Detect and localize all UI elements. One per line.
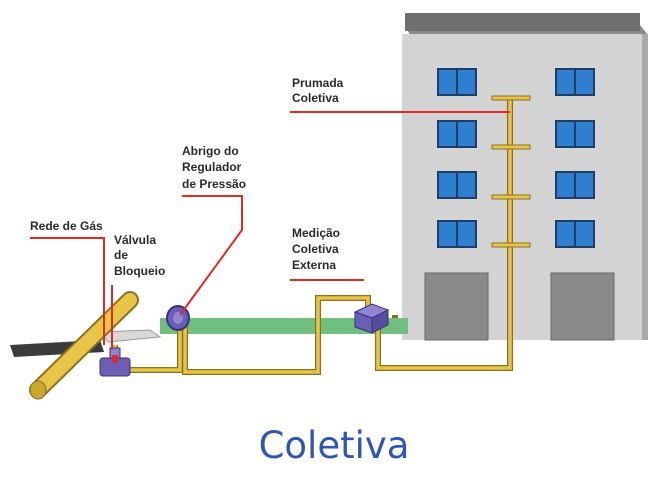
label-abrigo-line2: Regulador xyxy=(182,160,242,174)
ground-strip xyxy=(160,318,408,334)
blocking-valve xyxy=(99,347,131,377)
label-valvula-line3: Bloqueio xyxy=(114,264,165,278)
label-valvula-line2: de xyxy=(114,248,128,262)
label-medicao-line3: Externa xyxy=(292,258,336,272)
building-roof xyxy=(405,13,640,31)
label-abrigo-line3: de Pressão xyxy=(182,177,246,191)
building-door-right xyxy=(550,272,615,341)
label-medicao-line1: Medição xyxy=(292,226,340,240)
gas-main-pipe xyxy=(29,291,139,400)
diagram-caption: Coletiva xyxy=(258,424,410,467)
label-abrigo-line1: Abrigo do xyxy=(182,144,239,158)
label-prumada-line2: Coletiva xyxy=(292,91,339,105)
leader-abrigo xyxy=(179,195,243,316)
pressure-regulator xyxy=(166,305,190,331)
building-door-left xyxy=(424,272,489,341)
label-valvula-line1: Válvula xyxy=(114,233,156,247)
prumada-riser-branches xyxy=(491,95,531,248)
label-rede: Rede de Gás xyxy=(30,219,103,233)
label-prumada-line1: Prumada xyxy=(292,76,344,90)
label-medicao-line2: Coletiva xyxy=(292,242,339,256)
meter-box xyxy=(353,303,390,334)
building xyxy=(402,13,648,341)
leader-lines xyxy=(30,111,510,350)
valve-slab xyxy=(98,329,162,343)
leader-rede xyxy=(30,237,105,345)
